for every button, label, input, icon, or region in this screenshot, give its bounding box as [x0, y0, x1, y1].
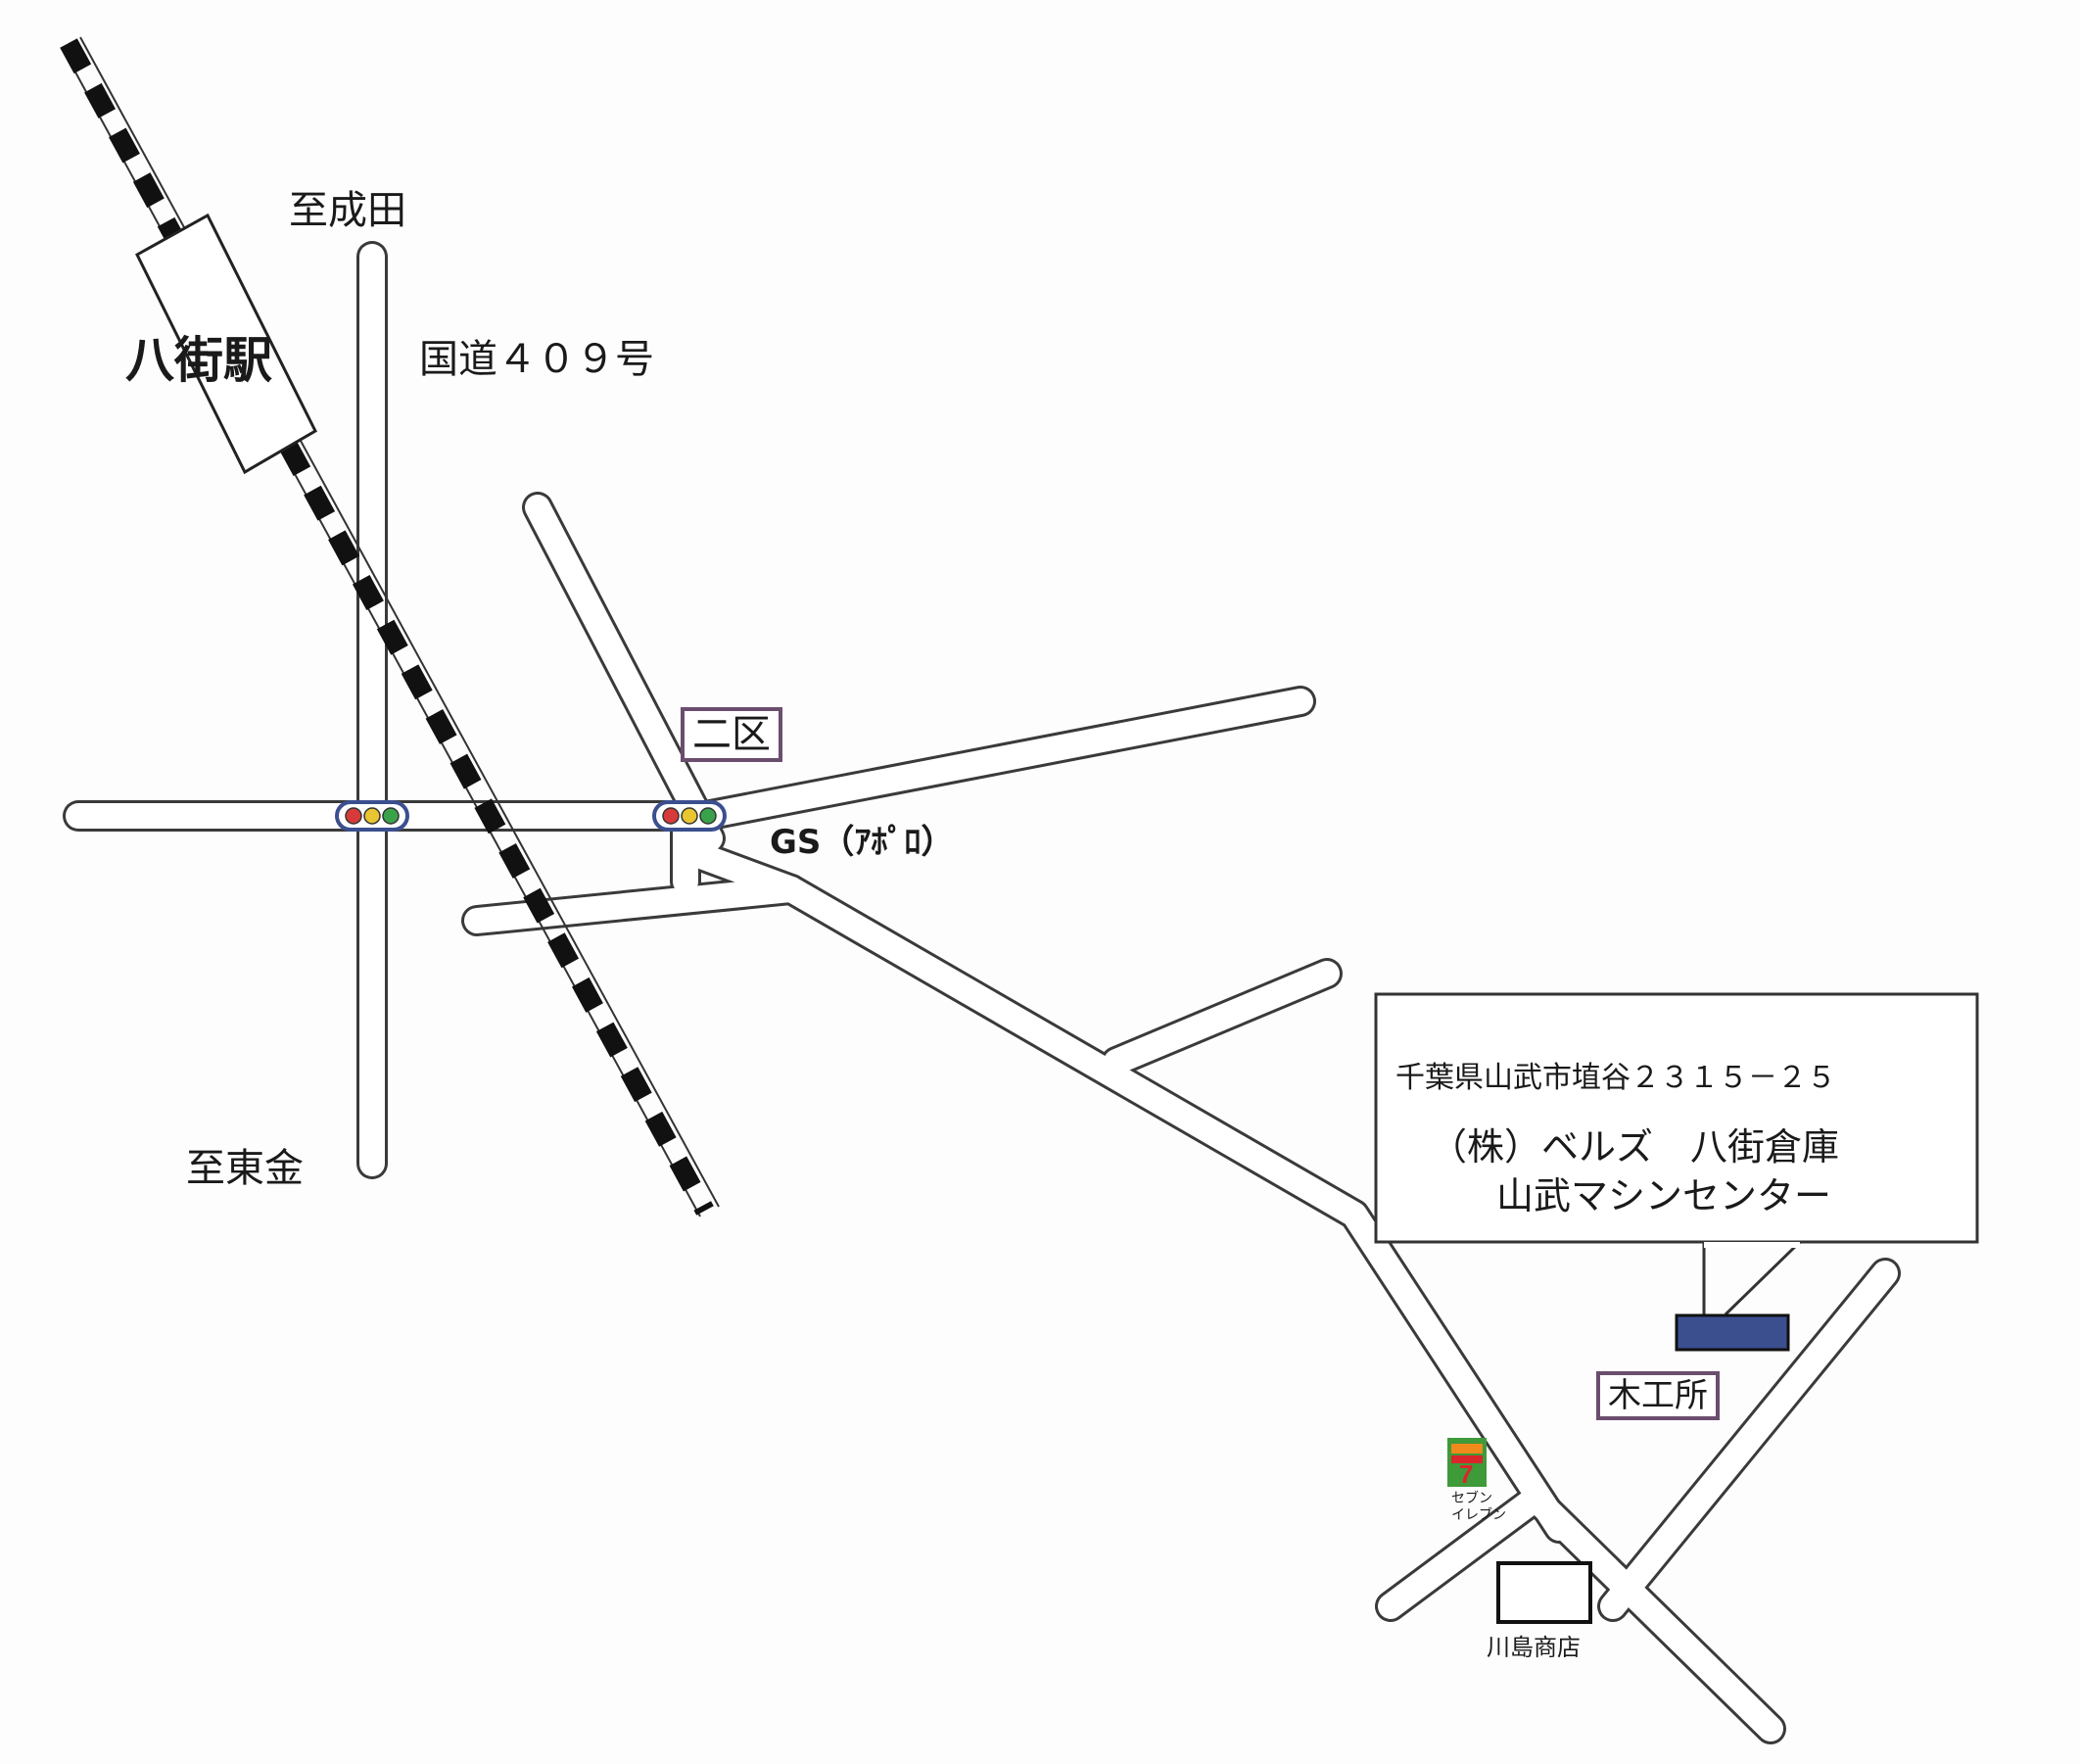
label-address: 千葉県山武市埴谷２３１５－２５	[1395, 1061, 1836, 1095]
traffic-signal-icon	[335, 800, 409, 832]
label-mokkousho: 木工所	[1596, 1371, 1720, 1420]
destination-callout	[1374, 992, 1979, 1316]
station-building	[135, 213, 317, 475]
label-gas-station: GS（ｱﾎﾟﾛ）	[770, 823, 955, 862]
svg-text:7: 7	[1459, 1459, 1473, 1489]
label-kawashima-store: 川島商店	[1487, 1634, 1581, 1661]
label-station: 八街駅	[125, 332, 272, 389]
label-route-409: 国道４０９号	[419, 337, 654, 382]
kawashima-store-building	[1496, 1561, 1592, 1624]
label-company: （株）ベルズ 八街倉庫	[1430, 1125, 1840, 1168]
label-seven-eleven: セブン イレブン	[1451, 1491, 1506, 1523]
destination-building-icon	[1675, 1313, 1790, 1352]
label-machine-center: 山武マシンセンター	[1496, 1174, 1832, 1217]
label-to-narita: 至成田	[289, 188, 406, 233]
seven-eleven-logo-icon: 7	[1447, 1438, 1487, 1489]
label-niku: 二区	[681, 707, 782, 762]
traffic-signal-icon	[652, 800, 727, 832]
label-to-togane: 至東金	[186, 1146, 304, 1191]
